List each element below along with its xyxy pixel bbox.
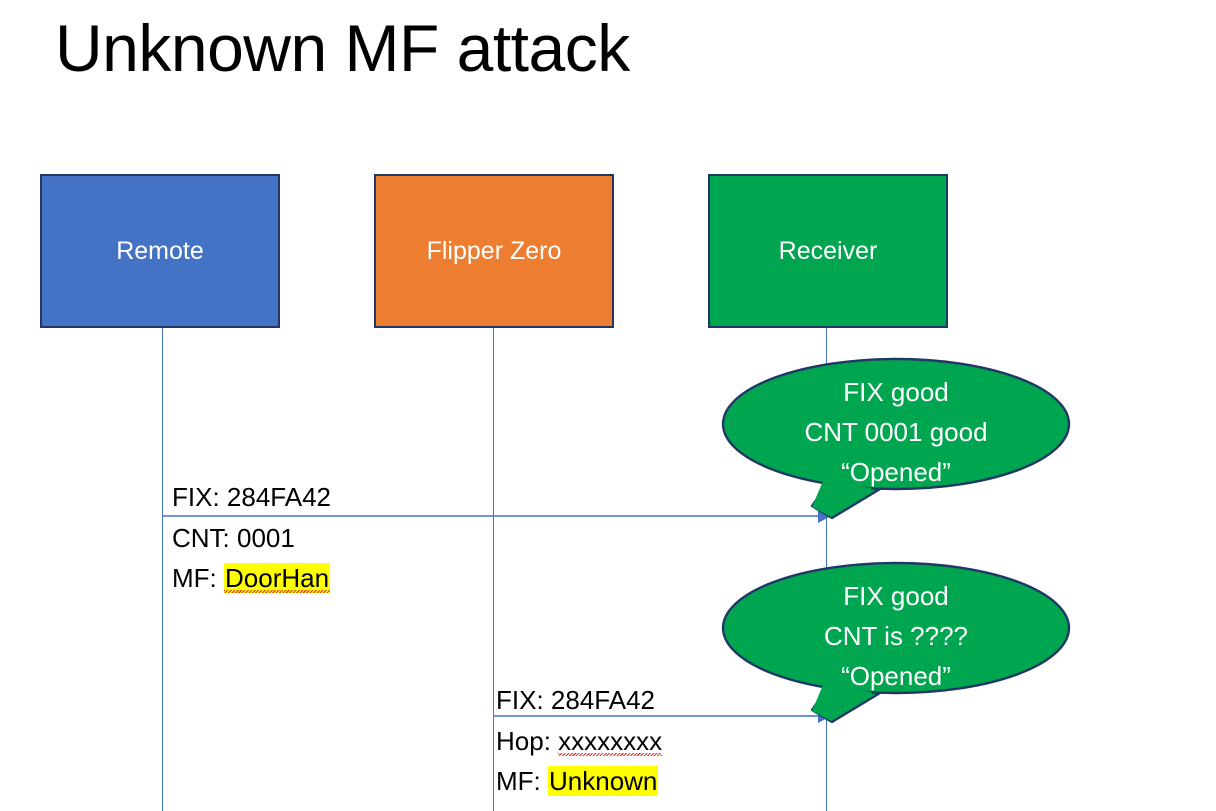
bubble-line-3: “Opened”	[841, 661, 951, 691]
speech-bubble-shape-2	[721, 561, 1071, 724]
bubble-line-1: FIX good	[843, 581, 949, 611]
speech-bubble-shape-1	[721, 357, 1071, 520]
bubble-line-2: CNT is ????	[823, 621, 969, 651]
lifeline-remote	[162, 328, 163, 811]
actor-box-receiver[interactable]: Receiver	[708, 174, 948, 328]
actor-box-remote[interactable]: Remote	[40, 174, 280, 328]
message-line-fix: FIX: 284FA42	[172, 482, 331, 512]
message-hop-value: xxxxxxxx	[558, 726, 663, 756]
speech-bubble-receiver-response-2: FIX good CNT is ???? “Opened”	[720, 560, 1072, 725]
speech-bubble-text-1: FIX good CNT 0001 good “Opened”	[720, 372, 1072, 492]
message-lines-below-2: Hop: xxxxxxxx MF: Unknown	[496, 721, 663, 801]
speech-bubble-text-2: FIX good CNT is ???? “Opened”	[720, 576, 1072, 696]
speech-bubble-receiver-response-1: FIX good CNT 0001 good “Opened”	[720, 356, 1072, 521]
message-mf-prefix-2: MF:	[496, 766, 548, 796]
actor-label-receiver: Receiver	[778, 236, 878, 265]
message-line-cnt: CNT: 0001	[172, 523, 295, 553]
bubble-line-1: FIX good	[843, 377, 949, 407]
message-hop-prefix: Hop:	[496, 726, 559, 756]
message-line-mf-2: MF: Unknown	[496, 761, 662, 801]
bubble-line-2: CNT 0001 good	[804, 417, 988, 447]
message-mf-value-highlighted-2: Unknown	[548, 766, 659, 796]
bubble-line-3: “Opened”	[841, 457, 951, 487]
message-line-hop: Hop: xxxxxxxx	[496, 721, 663, 761]
message-line-mf: MF: DoorHan	[172, 558, 331, 598]
message-lines-below: CNT: 0001 MF: DoorHan	[172, 518, 331, 598]
message-line-fix-2: FIX: 284FA42	[496, 685, 655, 715]
message-mf-value-highlighted: DoorHan	[224, 563, 331, 593]
lifeline-flipper	[493, 328, 494, 811]
actor-box-flipper[interactable]: Flipper Zero	[374, 174, 614, 328]
actor-label-flipper: Flipper Zero	[426, 236, 562, 265]
actor-label-remote: Remote	[116, 236, 204, 265]
page-title: Unknown MF attack	[55, 11, 630, 85]
message-mf-prefix: MF:	[172, 563, 224, 593]
